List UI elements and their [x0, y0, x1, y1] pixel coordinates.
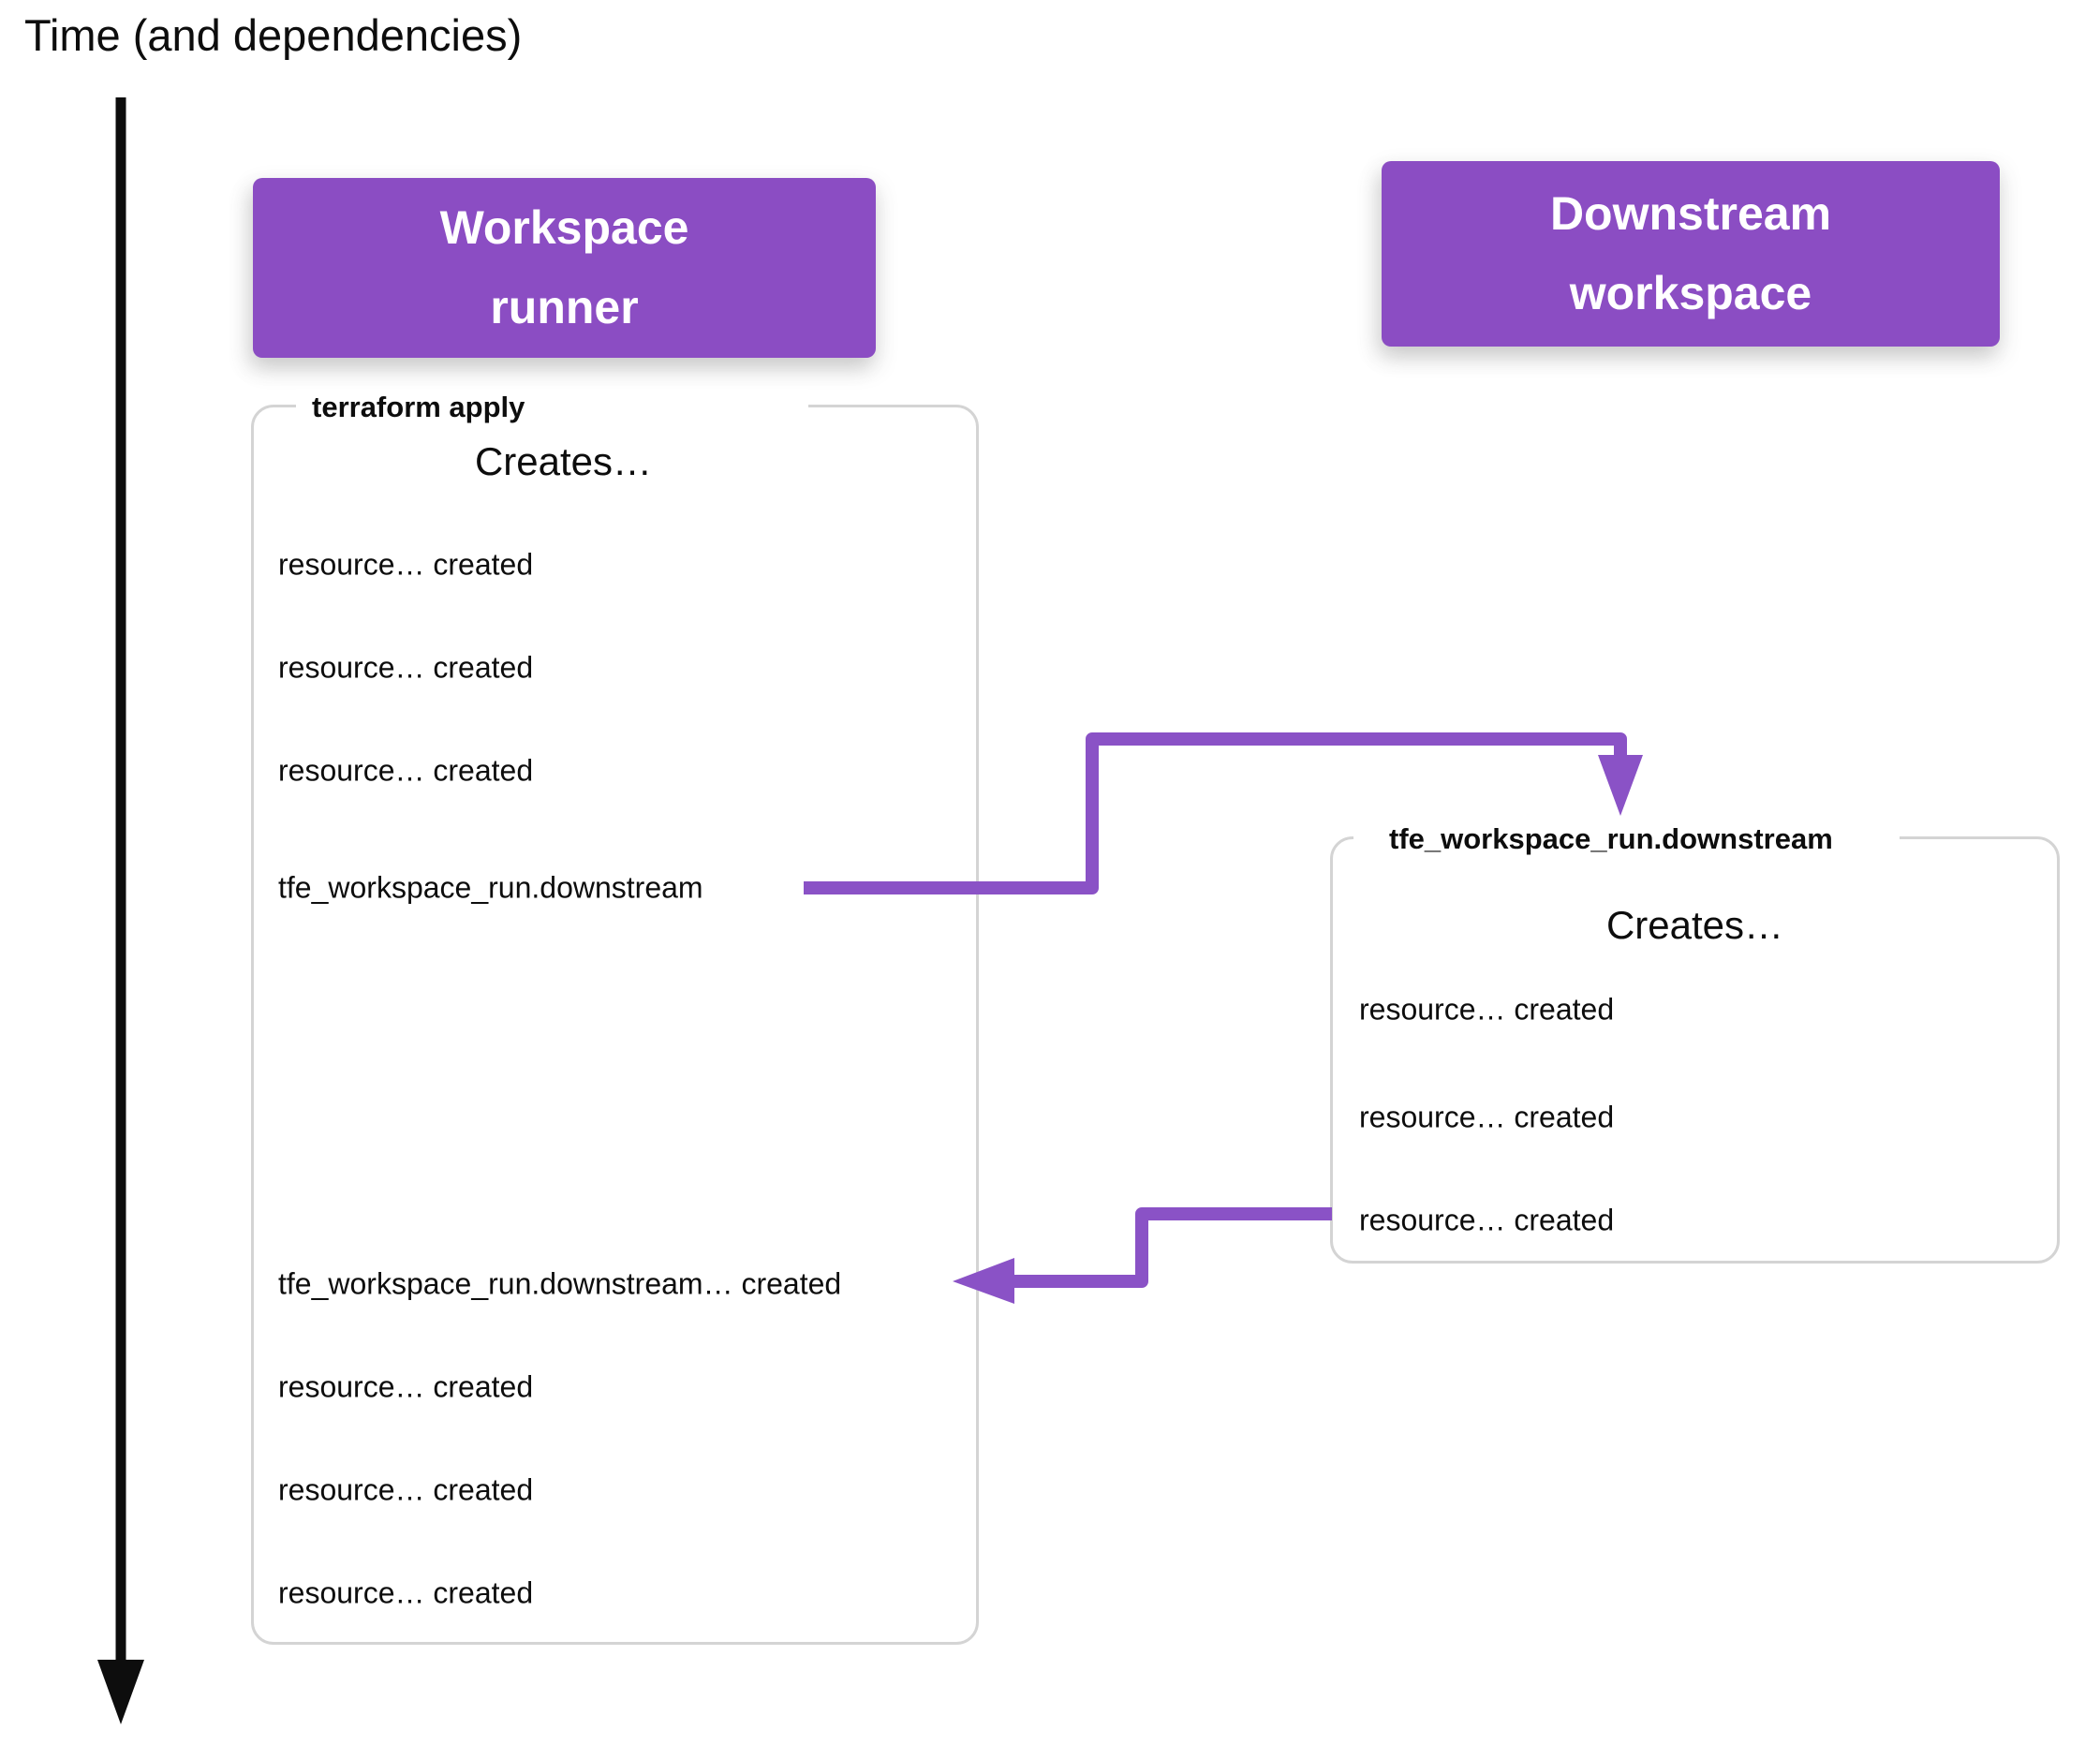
creates-title: Creates… [1605, 903, 1784, 947]
resource-row: resource… created [1359, 992, 1615, 1027]
header-line: Workspace [439, 201, 689, 254]
tfe-workspace-run-created-row: tfe_workspace_run.downstream… created [278, 1266, 842, 1301]
panel-label-tfe-workspace-run: tfe_workspace_run.downstream [1353, 820, 1900, 858]
header-line: workspace [1569, 267, 1812, 319]
resource-row: resource… created [278, 547, 534, 582]
creates-title: Creates… [474, 439, 653, 483]
resource-row: resource… created [278, 1575, 534, 1610]
terraform-apply-panel: terraform apply Creates… resource… creat… [251, 389, 979, 1645]
time-axis-arrowhead-icon [97, 1660, 144, 1724]
arrowhead-down-icon [1598, 755, 1643, 816]
downstream-workspace-header: Downstream workspace [1382, 161, 2000, 347]
header-line: Downstream [1549, 187, 1832, 240]
header-line: runner [490, 281, 639, 333]
tfe-workspace-run-row: tfe_workspace_run.downstream [278, 870, 703, 905]
panel-label-terraform-apply: terraform apply [296, 389, 808, 426]
workspace-runner-header: Workspace runner [253, 178, 876, 358]
downstream-run-panel: tfe_workspace_run.downstream Creates… re… [1330, 820, 2060, 1264]
resource-row: resource… created [1359, 1203, 1615, 1237]
time-axis-label: Time (and dependencies) [24, 10, 523, 60]
resource-row: resource… created [1359, 1100, 1615, 1134]
connector-downstream-complete-line [1013, 1207, 1332, 1288]
resource-row: resource… created [278, 1369, 534, 1404]
resource-row: resource… created [278, 1472, 534, 1507]
resource-row: resource… created [278, 650, 534, 685]
resource-row: resource… created [278, 753, 534, 788]
